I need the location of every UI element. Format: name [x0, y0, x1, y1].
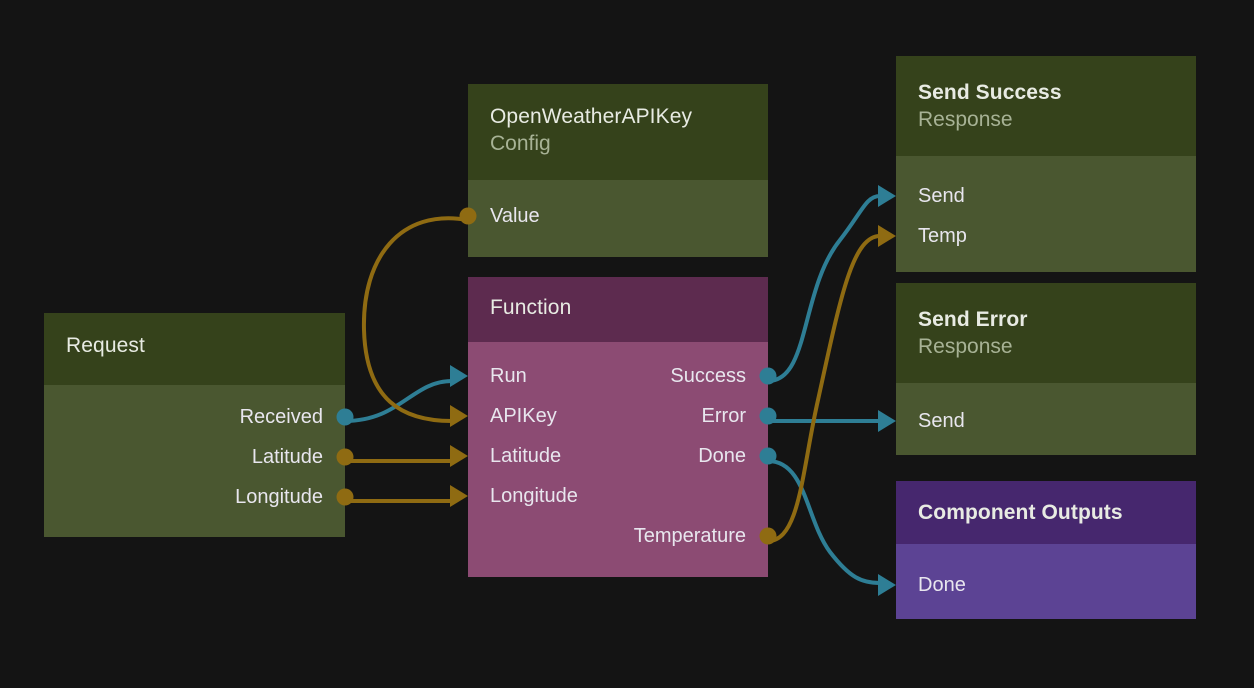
port-arrow-data[interactable] — [450, 405, 468, 427]
port-send-success-temp[interactable]: Temp — [878, 216, 1196, 256]
port-dot-exec[interactable] — [336, 408, 354, 426]
node-send-success-header: Send Success Response — [896, 56, 1196, 156]
port-function-spacer — [468, 476, 768, 516]
port-function-success[interactable]: Success — [468, 356, 777, 396]
node-send-success[interactable]: Send Success Response Send Temp — [878, 56, 1196, 272]
wire-temperature-to-temp — [767, 234, 881, 543]
port-send-error-send[interactable]: Send — [878, 401, 1196, 441]
node-send-success-body: Send Temp — [878, 156, 1196, 272]
port-label: Success — [670, 365, 746, 387]
node-send-error-body: Send — [878, 383, 1196, 455]
port-label: Value — [490, 205, 540, 227]
port-arrow-exec[interactable] — [878, 574, 896, 596]
node-openweather-api-key-title: OpenWeatherAPIKey — [490, 105, 693, 128]
node-function[interactable]: Function Run APIKey Latitude — [450, 277, 777, 577]
port-function-error[interactable]: Error — [468, 396, 777, 436]
port-function-latitude[interactable]: Latitude — [450, 436, 768, 476]
port-dot-data[interactable] — [759, 527, 777, 545]
wire-value-to-apikey — [361, 216, 469, 423]
port-dot-data[interactable] — [336, 448, 354, 466]
port-label: Latitude — [251, 446, 323, 468]
port-label: Done — [698, 445, 746, 467]
port-label: Send — [918, 410, 965, 432]
port-function-done[interactable]: Done — [468, 436, 777, 476]
node-function-body: Run APIKey Latitude Longitude Suc — [450, 342, 777, 577]
port-label: Longitude — [490, 485, 578, 507]
node-openweather-api-key-subtitle: Config — [490, 131, 551, 155]
port-component-outputs-done[interactable]: Done — [878, 565, 1196, 605]
port-arrow-exec[interactable] — [878, 185, 896, 207]
port-dot-exec[interactable] — [759, 367, 777, 385]
port-arrow-data[interactable] — [878, 225, 896, 247]
port-dot-data[interactable] — [459, 207, 477, 225]
port-label: Send — [918, 185, 965, 207]
port-label: Temperature — [633, 525, 746, 547]
port-request-longitude[interactable]: Longitude — [44, 477, 354, 517]
node-component-outputs-header: Component Outputs — [896, 481, 1196, 544]
port-label: Temp — [918, 225, 967, 247]
node-request[interactable]: Request Received Latitude Longitude — [44, 313, 354, 537]
port-arrow-data[interactable] — [450, 485, 468, 507]
node-send-error-header: Send Error Response — [896, 283, 1196, 383]
port-label: Error — [701, 405, 746, 427]
node-request-title: Request — [66, 334, 145, 357]
wire-success-to-send-success — [767, 194, 881, 383]
port-label: APIKey — [490, 405, 557, 427]
port-dot-data[interactable] — [336, 488, 354, 506]
port-label: Longitude — [235, 486, 323, 508]
port-dot-exec[interactable] — [759, 447, 777, 465]
node-send-success-title: Send Success — [918, 81, 1062, 104]
node-request-body: Received Latitude Longitude — [44, 385, 354, 537]
node-component-outputs-title: Component Outputs — [918, 501, 1123, 524]
port-request-received[interactable]: Received — [44, 397, 354, 437]
port-arrow-exec[interactable] — [450, 365, 468, 387]
node-openweather-api-key-body: Value — [459, 180, 768, 257]
port-label: Latitude — [490, 445, 562, 467]
node-send-success-subtitle: Response — [918, 107, 1013, 131]
port-function-temperature[interactable]: Temperature — [468, 516, 777, 556]
port-send-success-send[interactable]: Send — [878, 176, 1196, 216]
port-arrow-data[interactable] — [450, 445, 468, 467]
node-send-error[interactable]: Send Error Response Send — [878, 283, 1196, 455]
port-request-latitude[interactable]: Latitude — [44, 437, 354, 477]
port-dot-exec[interactable] — [759, 407, 777, 425]
port-label: Done — [918, 574, 966, 596]
node-function-title: Function — [490, 296, 572, 319]
node-send-error-title: Send Error — [918, 308, 1028, 331]
node-openweather-api-key-header: OpenWeatherAPIKey Config — [468, 84, 768, 180]
node-function-header: Function — [468, 277, 768, 342]
wire-done-to-component-done — [767, 459, 881, 585]
node-component-outputs[interactable]: Component Outputs Done — [878, 481, 1196, 619]
node-component-outputs-body: Done — [878, 544, 1196, 619]
port-arrow-exec[interactable] — [878, 410, 896, 432]
port-function-longitude[interactable]: Longitude — [450, 476, 768, 516]
port-label: Run — [490, 365, 527, 387]
port-label: Received — [239, 406, 323, 428]
node-openweather-api-key[interactable]: OpenWeatherAPIKey Config Value — [459, 84, 768, 257]
node-send-error-subtitle: Response — [918, 334, 1013, 358]
wire-received-to-run — [344, 379, 453, 423]
node-request-header: Request — [44, 313, 345, 385]
port-openweather-value[interactable]: Value — [459, 196, 768, 236]
